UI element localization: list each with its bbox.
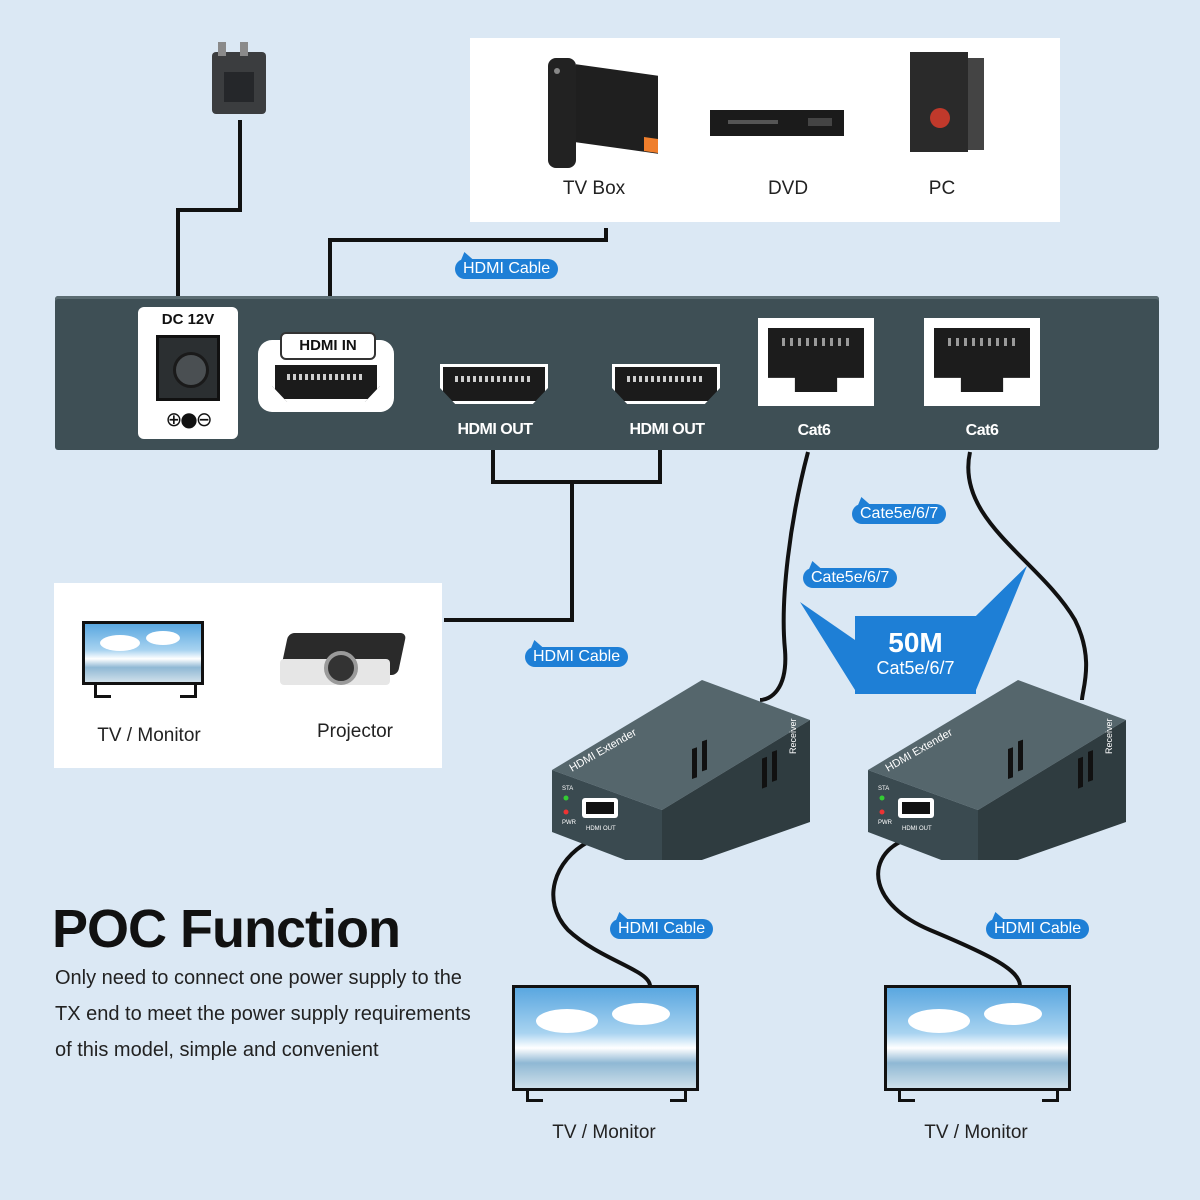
hdmi-cable-badge-left: HDMI Cable — [610, 919, 714, 939]
cat6-port-2 — [924, 318, 1040, 406]
dc-jack-icon — [156, 335, 220, 401]
hdmi-cable-badge-display: HDMI Cable — [525, 647, 629, 667]
poc-title: POC Function — [52, 899, 401, 959]
tv-monitor-label-left: TV / Monitor — [552, 1122, 656, 1143]
receiver-side-right: Receiver — [1104, 718, 1114, 754]
projector-icon — [279, 619, 410, 695]
receiver-sta-right: STA — [878, 786, 889, 792]
receiver-hdmi-cable-1 — [551, 840, 652, 987]
tv-monitor-icon-left — [512, 985, 699, 1102]
tv-monitor-label-right: TV / Monitor — [924, 1122, 1028, 1143]
cat-cable-badge-1: Cate5e/6/7 — [852, 504, 947, 524]
sources-box: TV Box DVD PC — [470, 38, 1060, 222]
pc-label: PC — [928, 178, 956, 199]
hdmi-out-port-1 — [440, 364, 548, 404]
tv-box-label: TV Box — [562, 178, 626, 199]
hdmi-cable-badge-source: HDMI Cable — [455, 259, 559, 279]
tv-box-icon — [544, 56, 664, 174]
receiver-pwr-left: PWR — [562, 820, 577, 826]
projector-label: Projector — [316, 721, 394, 742]
cat-cable-badge-2: Cate5e/6/7 — [803, 568, 898, 588]
receiver-sta-left: STA — [562, 786, 573, 792]
hdmi-in-port: HDMI IN — [258, 332, 394, 412]
cat-cable-2 — [966, 451, 1089, 701]
dvd-label: DVD — [767, 178, 809, 199]
hdmi-out-port-2 — [612, 364, 720, 404]
tv-monitor-icon-right — [884, 985, 1071, 1102]
cat6-label-2: Cat6 — [965, 422, 999, 439]
source-hdmi-cable — [328, 228, 608, 298]
hdmi-port-icon — [272, 362, 380, 402]
receiver-hdmi-cable-2 — [876, 840, 1022, 987]
pc-icon — [908, 50, 990, 156]
display-box: TV / Monitor Projector — [54, 583, 442, 768]
hdmi-out-label-1: HDMI OUT — [457, 421, 533, 438]
power-cord — [176, 120, 242, 298]
receiver-right: HDMI Extender Receiver STA PWR HDMI OUT — [868, 680, 1126, 860]
receiver-port-left: HDMI OUT — [586, 826, 616, 832]
polarity-icon: ⊕●⊖ — [165, 407, 213, 431]
hdmi-out-label-2: HDMI OUT — [629, 421, 705, 438]
cat6-port-1 — [758, 318, 874, 406]
out-hdmi-cable — [444, 450, 662, 622]
dc-label: DC 12V — [161, 311, 215, 328]
power-adapter-icon — [206, 42, 270, 118]
distance-callout: 50M Cat5e/6/7 — [855, 616, 976, 694]
tv-monitor-label-top: TV / Monitor — [97, 725, 201, 746]
cat-cable-1 — [759, 451, 810, 702]
receiver-side-left: Receiver — [788, 718, 798, 754]
dvd-icon — [708, 106, 848, 140]
receiver-port-right: HDMI OUT — [902, 826, 932, 832]
tv-monitor-icon — [82, 621, 204, 698]
distance-wedge — [800, 602, 855, 690]
receiver-pwr-right: PWR — [878, 820, 893, 826]
hdmi-cable-badge-right: HDMI Cable — [986, 919, 1090, 939]
cat6-label-1: Cat6 — [797, 422, 831, 439]
hdmi-in-label: HDMI IN — [280, 332, 376, 360]
dc-power-port: DC 12V ⊕●⊖ — [138, 307, 238, 439]
receiver-left: HDMI Extender Receiver STA PWR HDMI OUT — [552, 680, 810, 860]
distance-cable: Cat5e/6/7 — [876, 658, 955, 678]
distance-value: 50M — [888, 627, 943, 658]
poc-description: Only need to connect one power supply to… — [55, 967, 471, 1061]
